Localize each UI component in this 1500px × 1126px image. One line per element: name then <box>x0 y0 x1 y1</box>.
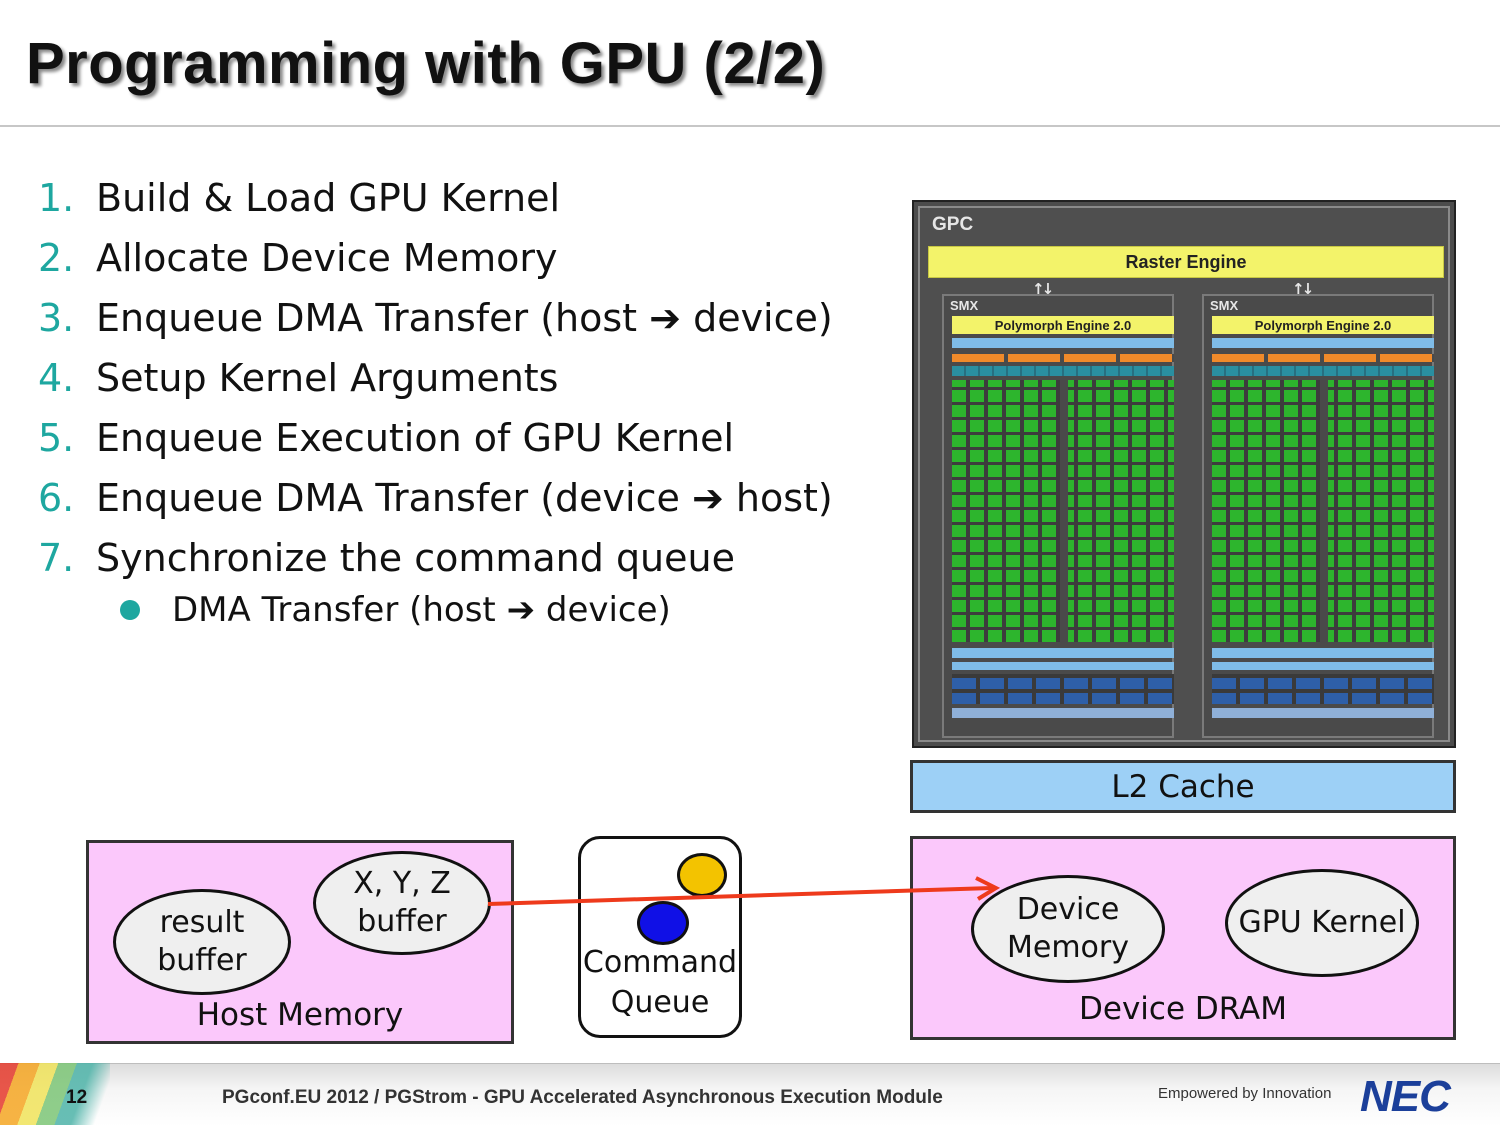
register-file-bar <box>1212 366 1434 376</box>
gpc-frame: GPC Raster Engine ↑↓ ↑↓ SMX Polymorph En… <box>918 206 1450 742</box>
result-buffer: result buffer <box>113 889 291 995</box>
step-number: 2. <box>38 236 75 280</box>
texture-cache-bar <box>952 708 1174 718</box>
xyz-buffer: X, Y, Z buffer <box>313 851 491 955</box>
footer-swoosh-icon <box>0 1063 110 1125</box>
slide-title: Programming with GPU (2/2) <box>26 31 826 96</box>
register-file-bar <box>952 366 1174 376</box>
step-text: Enqueue DMA Transfer (device ➔ host) <box>96 476 833 520</box>
step-item: 5. Enqueue Execution of GPU Kernel <box>38 408 898 468</box>
step-number: 1. <box>38 176 75 220</box>
queued-command-yellow-icon <box>677 853 727 897</box>
smx-label: SMX <box>950 298 979 313</box>
step-text: Build & Load GPU Kernel <box>96 176 561 220</box>
warp-scheduler-bar <box>1212 354 1434 362</box>
interconnect-bar <box>952 648 1174 658</box>
title-divider <box>0 125 1500 127</box>
smx-label: SMX <box>1210 298 1239 313</box>
step-text: Allocate Device Memory <box>96 236 558 280</box>
sub-bullet-text: DMA Transfer (host ➔ device) <box>172 590 671 630</box>
footer-title: PGconf.EU 2012 / PGStrom - GPU Accelerat… <box>222 1087 943 1108</box>
step-text: Synchronize the command queue <box>96 536 735 580</box>
gpc-label: GPC <box>932 214 974 235</box>
host-memory-label: Host Memory <box>196 997 404 1033</box>
smx-block: SMX Polymorph Engine 2.0 <box>942 294 1174 738</box>
command-queue: Command Queue <box>578 836 742 1038</box>
step-text: Enqueue DMA Transfer (host ➔ device) <box>96 296 833 340</box>
step-number: 5. <box>38 416 75 460</box>
instruction-cache-bar <box>1212 338 1434 348</box>
nec-logo: NEC <box>1360 1072 1451 1121</box>
instruction-cache-bar <box>952 338 1174 348</box>
step-item: 6. Enqueue DMA Transfer (device ➔ host) <box>38 468 898 528</box>
step-item: 7. Synchronize the command queue <box>38 528 898 588</box>
page-number: 12 <box>66 1087 88 1108</box>
shared-memory-bar <box>952 662 1174 670</box>
raster-engine: Raster Engine <box>928 246 1444 278</box>
updown-arrows-icon: ↑↓ <box>1032 280 1054 298</box>
footer-tagline: Empowered by Innovation <box>1158 1085 1332 1102</box>
smx-block: SMX Polymorph Engine 2.0 <box>1202 294 1434 738</box>
gpc-diagram: GPC Raster Engine ↑↓ ↑↓ SMX Polymorph En… <box>912 200 1456 748</box>
warp-scheduler-bar <box>952 354 1174 362</box>
step-text: Setup Kernel Arguments <box>96 356 559 400</box>
step-item: 1. Build & Load GPU Kernel <box>38 168 898 228</box>
step-number: 4. <box>38 356 75 400</box>
device-dram-box: Device Memory GPU Kernel Device DRAM <box>910 836 1456 1040</box>
gpu-kernel: GPU Kernel <box>1225 869 1419 977</box>
cores-divider <box>1060 380 1068 642</box>
shared-memory-bar <box>1212 662 1434 670</box>
cores-divider <box>1320 380 1328 642</box>
step-number: 6. <box>38 476 75 520</box>
bullet-dot-icon <box>120 600 140 620</box>
step-item: 3. Enqueue DMA Transfer (host ➔ device) <box>38 288 898 348</box>
polymorph-engine: Polymorph Engine 2.0 <box>952 316 1174 334</box>
step-item: 4. Setup Kernel Arguments <box>38 348 898 408</box>
footer-bar <box>0 1063 1500 1126</box>
sub-bullet: DMA Transfer (host ➔ device) <box>120 590 671 630</box>
texture-units-grid <box>1212 674 1434 704</box>
interconnect-bar <box>1212 648 1434 658</box>
steps-list: 1. Build & Load GPU Kernel 2. Allocate Dev… <box>38 168 898 588</box>
device-dram-label: Device DRAM <box>1079 991 1287 1027</box>
polymorph-engine: Polymorph Engine 2.0 <box>1212 316 1434 334</box>
host-memory-box: result buffer X, Y, Z buffer Host Memory <box>86 840 514 1044</box>
updown-arrows-icon: ↑↓ <box>1292 280 1314 298</box>
l2-cache: L2 Cache <box>910 760 1456 813</box>
device-memory: Device Memory <box>971 875 1165 983</box>
texture-units-grid <box>952 674 1174 704</box>
step-number: 7. <box>38 536 75 580</box>
texture-cache-bar <box>1212 708 1434 718</box>
step-number: 3. <box>38 296 75 340</box>
command-queue-label: Command Queue <box>582 945 738 1020</box>
step-text: Enqueue Execution of GPU Kernel <box>96 416 735 460</box>
step-item: 2. Allocate Device Memory <box>38 228 898 288</box>
queued-command-blue-icon <box>637 901 689 945</box>
